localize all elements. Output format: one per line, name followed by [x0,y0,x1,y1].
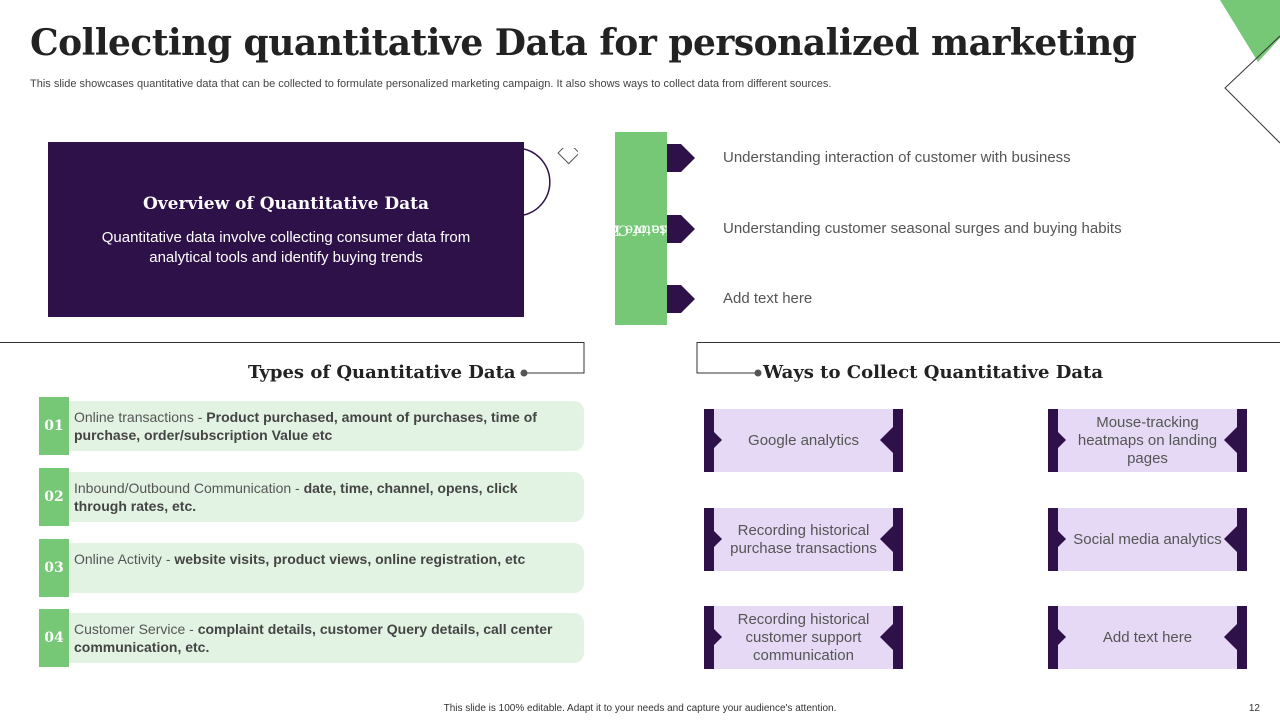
type-card: Online transactions - Product purchased,… [69,401,584,451]
purpose-item: Understanding customer seasonal surges a… [667,215,1122,243]
slide-title: Collecting quantitative Data for persona… [30,22,1137,64]
corner-decoration [1210,0,1280,150]
collect-method-box: Mouse-tracking heatmaps on landing pages [1048,409,1247,472]
collect-method-box: Recording historical customer support co… [704,606,903,669]
purpose-item: Add text here [667,285,812,313]
collect-method-label: Recording historical purchase transactio… [730,521,877,557]
type-lead: Customer Service - [74,621,198,637]
type-lead: Online transactions - [74,409,207,425]
bracket-connector [696,342,762,377]
purpose-label-strip: Purpose of Collecting Quantitative Data [556,132,713,325]
type-lead: Online Activity - [74,551,175,567]
chevron-right-icon [667,215,695,243]
type-card: Online Activity - website visits, produc… [69,543,584,593]
types-section-title: Types of Quantitative Data [248,362,516,383]
overview-heading: Overview of Quantitative Data [142,194,429,214]
bracket-connector [520,342,585,377]
collect-method-box: Social media analytics [1048,508,1247,571]
collect-method-box: Google analytics [704,409,903,472]
collect-method-label: Add text here [1102,628,1193,646]
ways-section-title: Ways to Collect Quantitative Data [763,362,1103,383]
collect-method-box: Recording historical purchase transactio… [704,508,903,571]
overview-body: Quantitative data involve collecting con… [101,229,471,266]
page-number: 12 [1248,703,1260,714]
type-card: Customer Service - complaint details, cu… [69,613,584,663]
type-detail: Product purchased, amount of purchases, … [74,409,537,443]
purpose-item-text: Add text here [723,290,813,307]
collect-method-box: Add text here [1048,606,1247,669]
overview-box: Overview of Quantitative Data Quantitati… [48,142,524,317]
chevron-right-icon [667,144,695,172]
divider-line [0,342,584,343]
chevron-right-icon [667,285,695,313]
collect-method-label: Google analytics [748,431,859,449]
purpose-label-line2: Quantitative Data [586,221,713,237]
divider-line [697,342,1280,343]
type-number-badge: 02 [39,468,69,526]
type-detail: date, time, channel, opens, click throug… [74,480,518,514]
type-detail: complaint details, customer Query detail… [74,621,553,655]
type-number-badge: 03 [39,539,69,597]
type-card: Inbound/Outbound Communication - date, t… [69,472,584,522]
type-lead: Inbound/Outbound Communication - [74,480,304,496]
purpose-item: Understanding interaction of customer wi… [667,144,1071,172]
type-detail: website visits, product views, online re… [174,551,526,567]
ring-decoration [490,141,581,216]
collect-method-label: Recording historical customer support co… [737,610,870,664]
footer-note: This slide is 100% editable. Adapt it to… [443,703,837,714]
slide-subtitle: This slide showcases quantitative data t… [30,78,832,90]
type-number-badge: 01 [39,397,69,455]
purpose-item-text: Understanding customer seasonal surges a… [723,220,1122,237]
collect-method-label: Social media analytics [1073,530,1222,548]
type-number-badge: 04 [39,609,69,667]
purpose-item-text: Understanding interaction of customer wi… [723,149,1071,166]
collect-method-label: Mouse-tracking heatmaps on landing pages [1077,413,1218,467]
